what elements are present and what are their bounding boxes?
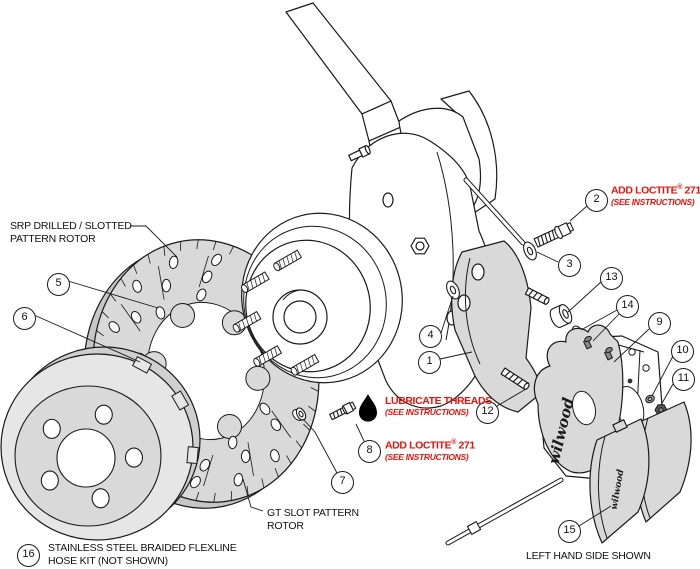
note-add-loctite-mid-sub: (SEE INSTRUCTIONS) [385, 451, 469, 462]
label-hose-line1: STAINLESS STEEL BRAIDED FLEXLINE [48, 542, 237, 554]
note-lubricate-threads: LUBRICATE THREADS (SEE INSTRUCTIONS) [385, 395, 492, 418]
washer-3 [523, 241, 537, 261]
callout-2: 2 [585, 189, 608, 212]
note-add-loctite-top: ADD LOCTITE® 271 (SEE INSTRUCTIONS) [611, 182, 700, 207]
callout-16: 16 [17, 544, 40, 567]
brake-pads: wilwood [589, 401, 692, 544]
fitting-10 [645, 394, 655, 404]
callout-10: 10 [671, 340, 694, 363]
callout-1: 1 [418, 351, 441, 374]
callout-11: 11 [672, 368, 695, 391]
hex-bolt-2 [533, 222, 575, 248]
note-add-loctite-top-sub: (SEE INSTRUCTIONS) [611, 196, 695, 207]
callout-6: 6 [13, 307, 36, 330]
label-side-shown: LEFT HAND SIDE SHOWN [526, 550, 651, 562]
label-gt-rotor: GT SLOT PATTERN ROTOR [267, 507, 359, 532]
spindle-hub-assembly [232, 90, 498, 409]
label-gt-line1: GT SLOT PATTERN [267, 507, 359, 519]
lubricant-drop-icon [359, 394, 377, 422]
label-srp-rotor: SRP DRILLED / SLOTTED PATTERN ROTOR [10, 220, 132, 245]
mount-stud [500, 367, 530, 390]
label-gt-line2: ROTOR [267, 519, 304, 532]
label-srp-line1: SRP DRILLED / SLOTTED [10, 220, 132, 232]
callout-5: 5 [47, 273, 70, 296]
rotor-bolt-8 [329, 401, 357, 421]
washer-7 [295, 407, 307, 421]
note-add-loctite-mid-title: ADD LOCTITE® 271 [385, 439, 475, 452]
bleed-screws [583, 336, 614, 361]
label-srp-line2: PATTERN ROTOR [10, 232, 96, 245]
spacer-13 [549, 304, 573, 328]
note-lubricate-sub: (SEE INSTRUCTIONS) [385, 407, 469, 417]
callout-4: 4 [419, 325, 442, 348]
washer-4 [446, 280, 460, 300]
callout-7: 7 [331, 471, 354, 494]
caliper-mounting-bracket [451, 240, 550, 413]
label-hose-line2: HOSE KIT (NOT SHOWN) [48, 554, 168, 567]
callout-14: 14 [616, 295, 639, 318]
upper-stud [524, 287, 550, 305]
note-lubricate-title: LUBRICATE THREADS [385, 395, 492, 407]
leader-lines [33, 205, 674, 527]
rotor-hat [0, 346, 201, 541]
callout-15: 15 [558, 520, 581, 543]
top-stud [348, 145, 371, 162]
callout-12: 12 [476, 401, 499, 424]
callout-9: 9 [648, 312, 671, 335]
sensor-rod [463, 177, 526, 246]
callout-3: 3 [558, 254, 581, 277]
callout-8: 8 [358, 440, 381, 463]
label-hose-kit: STAINLESS STEEL BRAIDED FLEXLINE HOSE KI… [48, 542, 237, 567]
hex-bolt [410, 237, 430, 255]
note-add-loctite-top-title: ADD LOCTITE® 271 [611, 184, 700, 197]
guide-pin [445, 477, 564, 546]
callout-13: 13 [600, 267, 623, 290]
note-add-loctite-mid: ADD LOCTITE® 271 (SEE INSTRUCTIONS) [385, 437, 475, 462]
